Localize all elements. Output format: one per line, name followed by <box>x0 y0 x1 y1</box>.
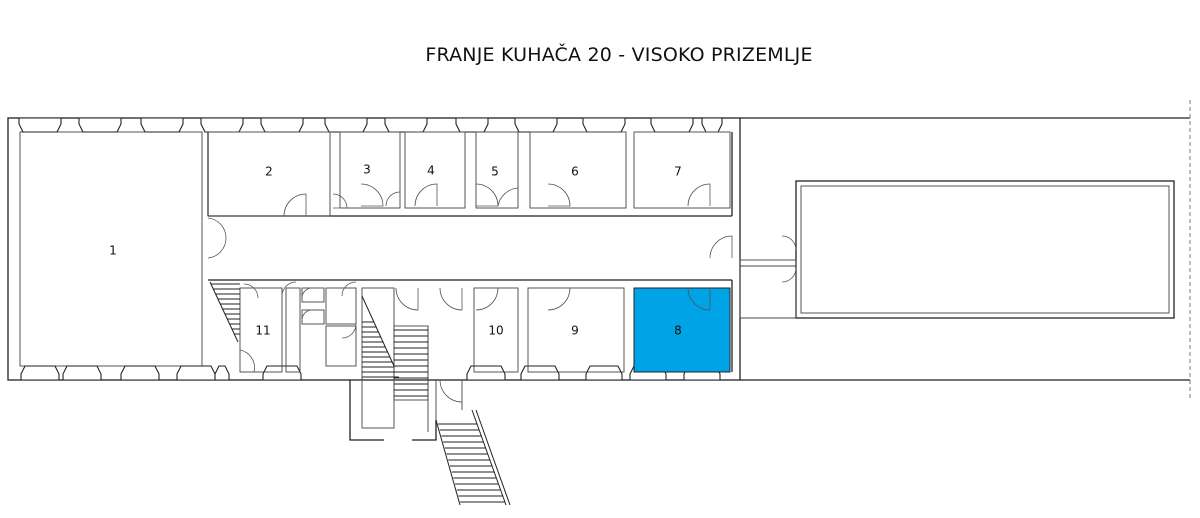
room-label-2: 2 <box>265 165 273 179</box>
room-label-7: 7 <box>674 165 682 179</box>
doors <box>207 183 797 373</box>
room-label-4: 4 <box>427 164 435 178</box>
room-label-3: 3 <box>363 163 371 177</box>
room-labels: 1 2 3 4 5 6 7 8 9 10 11 <box>109 163 682 338</box>
windows-bottom <box>20 365 721 381</box>
room-label-1: 1 <box>109 244 117 258</box>
room-label-5: 5 <box>491 165 499 179</box>
room-label-8: 8 <box>674 324 682 338</box>
bottom-rooms <box>239 287 731 373</box>
building-outline <box>7 100 1191 400</box>
room-label-11: 11 <box>255 324 270 338</box>
room-label-9: 9 <box>571 324 579 338</box>
plan-title: FRANJE KUHAČA 20 - VISOKO PRIZEMLJE <box>425 44 813 66</box>
room-label-10: 10 <box>488 324 503 338</box>
stairwell <box>209 281 511 506</box>
windows-top <box>18 117 723 133</box>
top-rooms <box>207 131 731 217</box>
room-label-6: 6 <box>571 165 579 179</box>
